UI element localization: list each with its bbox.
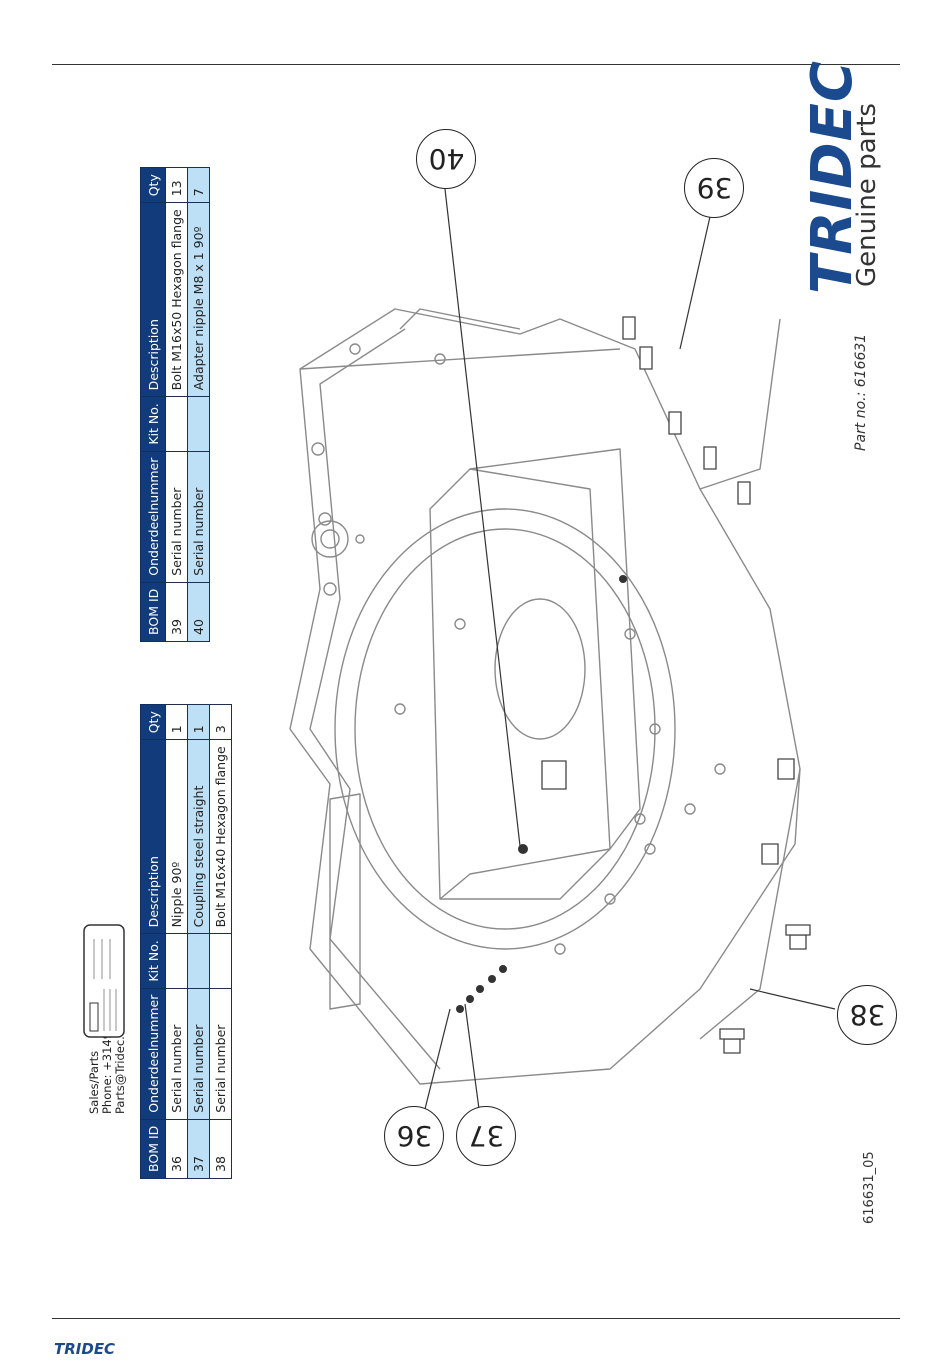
bom-table-2-header: BOM ID Onderdeelnummer Kit No. Descripti… <box>140 167 166 642</box>
col-description: Description <box>140 739 166 934</box>
cell-kit-no <box>187 396 210 452</box>
col-bom-id: BOM ID <box>140 582 166 642</box>
bom-table-1-header: BOM ID Onderdeelnummer Kit No. Descripti… <box>140 704 166 1179</box>
table-row: 37 Serial number Coupling steel straight… <box>187 704 210 1179</box>
cell-kit-no <box>187 933 210 989</box>
callout-40-label: 40 <box>428 142 464 176</box>
cell-kit-no <box>165 933 188 989</box>
identification-plate <box>83 924 125 1038</box>
bom-table-2: BOM ID Onderdeelnummer Kit No. Descripti… <box>140 167 210 642</box>
cell-part-number: Serial number <box>165 988 188 1120</box>
part-number: Part no.: 616631 <box>853 333 869 451</box>
callout-38-label: 38 <box>849 998 885 1032</box>
cell-description: Coupling steel straight <box>187 739 210 934</box>
cell-part-number: Serial number <box>165 451 188 583</box>
cell-part-number: Serial number <box>187 988 210 1120</box>
cell-kit-no <box>165 396 188 452</box>
cell-description: Adapter nipple M8 x 1 90º <box>187 202 210 397</box>
col-description: Description <box>140 202 166 397</box>
cell-bom-id: 38 <box>209 1119 232 1179</box>
cell-qty: 7 <box>187 167 210 203</box>
cell-bom-id: 39 <box>165 582 188 642</box>
brand-tagline: Genuine parts <box>852 103 882 287</box>
callout-36-label: 36 <box>396 1119 432 1153</box>
top-rule <box>52 64 900 65</box>
cell-description: Bolt M16x50 Hexagon flange <box>165 202 188 397</box>
cell-part-number: Serial number <box>187 451 210 583</box>
callout-40: 40 <box>416 129 476 189</box>
cell-description: Nipple 90º <box>165 739 188 934</box>
callout-39-label: 39 <box>696 171 732 205</box>
cell-qty: 1 <box>165 704 188 740</box>
footer-logo: TRIDEC <box>54 1340 116 1358</box>
col-part-number: Onderdeelnummer <box>140 988 166 1120</box>
cell-bom-id: 37 <box>187 1119 210 1179</box>
table-row: 39 Serial number Bolt M16x50 Hexagon fla… <box>165 167 188 642</box>
table-row: 38 Serial number Bolt M16x40 Hexagon fla… <box>209 704 232 1179</box>
bom-table-1: BOM ID Onderdeelnummer Kit No. Descripti… <box>140 704 232 1179</box>
callout-37-label: 37 <box>468 1119 504 1153</box>
cell-bom-id: 40 <box>187 582 210 642</box>
col-kit-no: Kit No. <box>140 933 166 989</box>
callout-39: 39 <box>684 158 744 218</box>
callout-38: 38 <box>837 985 897 1045</box>
col-kit-no: Kit No. <box>140 396 166 452</box>
table-row: 36 Serial number Nipple 90º 1 <box>165 704 188 1179</box>
cell-qty: 1 <box>187 704 210 740</box>
callout-37: 37 <box>456 1106 516 1166</box>
cell-description: Bolt M16x40 Hexagon flange <box>209 739 232 934</box>
drawing-reference: 616631_05 <box>862 1151 877 1224</box>
cell-kit-no <box>209 933 232 989</box>
col-qty: Qty <box>140 704 166 740</box>
cell-bom-id: 36 <box>165 1119 188 1179</box>
col-part-number: Onderdeelnummer <box>140 451 166 583</box>
cell-qty: 3 <box>209 704 232 740</box>
col-bom-id: BOM ID <box>140 1119 166 1179</box>
callout-36: 36 <box>384 1106 444 1166</box>
cell-part-number: Serial number <box>209 988 232 1120</box>
bottom-rule <box>52 1318 900 1319</box>
table-row: 40 Serial number Adapter nipple M8 x 1 9… <box>187 167 210 642</box>
cell-qty: 13 <box>165 167 188 203</box>
col-qty: Qty <box>140 167 166 203</box>
